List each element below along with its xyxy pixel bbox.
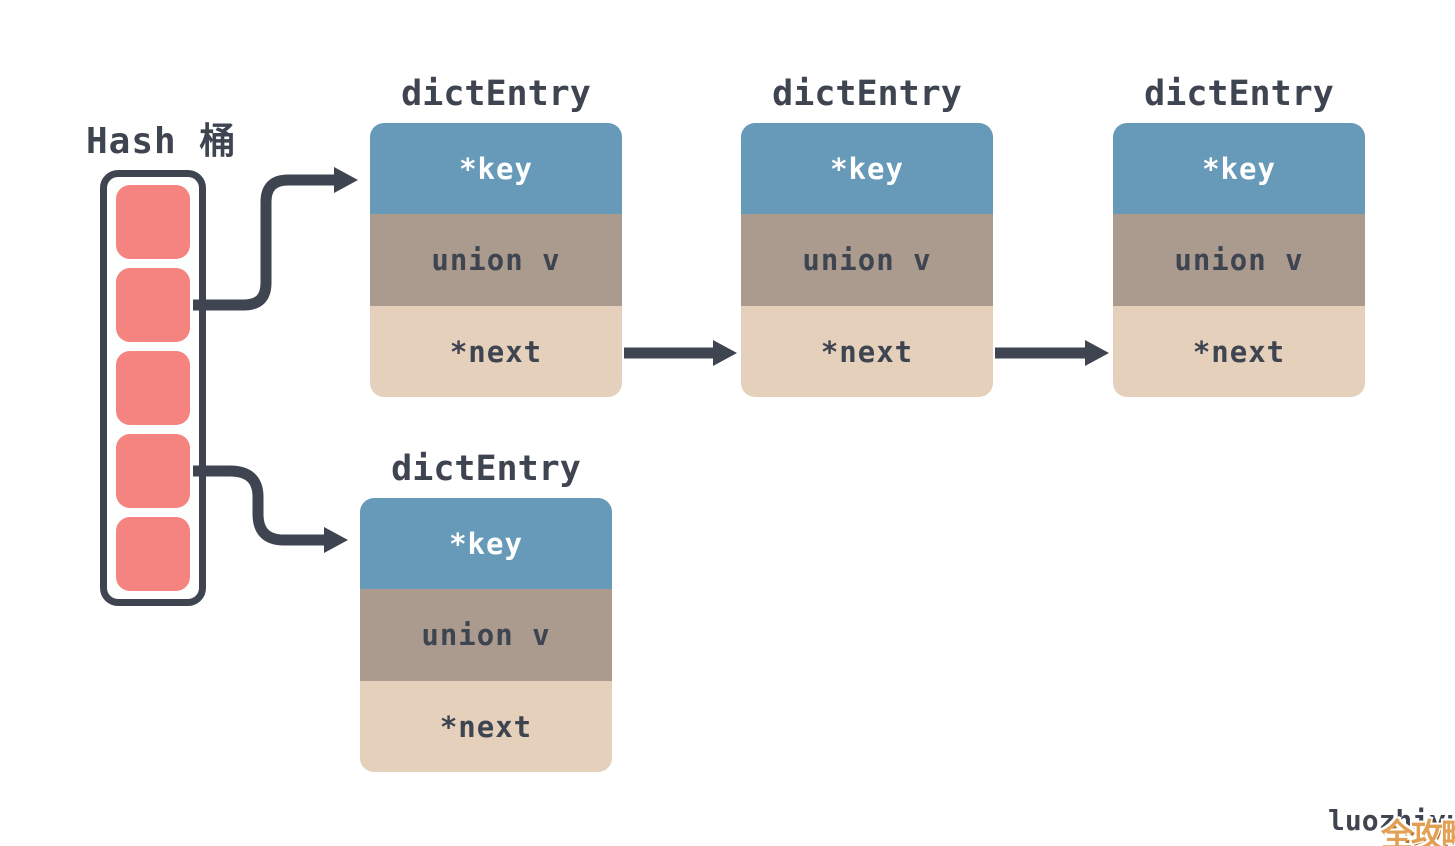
watermark-overlay-text: 全攻略	[1381, 816, 1455, 846]
dict-entry-2-next-field: *next	[741, 306, 993, 397]
dict-entry-1-box: *key union v *next	[370, 123, 622, 397]
dict-entry-4-title: dictEntry	[391, 449, 581, 489]
watermark-author-text: luozhiyun	[1328, 804, 1455, 837]
bucket-slot-2	[116, 268, 190, 342]
dict-entry-3-title: dictEntry	[1144, 74, 1334, 114]
dict-entry-2-title: dictEntry	[772, 74, 962, 114]
dict-entry-4-union-field: union v	[360, 589, 612, 681]
dict-entry-2-key-field: *key	[741, 123, 993, 214]
dict-entry-1-next-field: *next	[370, 306, 622, 397]
bucket-slot-4	[116, 434, 190, 508]
dict-entry-2-union-field: union v	[741, 214, 993, 306]
dict-entry-3-key-field: *key	[1113, 123, 1365, 214]
arrow-bucket-slot2-to-entry1	[193, 167, 358, 311]
dict-entry-3-union-field: union v	[1113, 214, 1365, 306]
arrow-bucket-slot4-to-entry4	[193, 465, 348, 553]
dict-entry-4: dictEntry *key union v *next	[360, 450, 612, 772]
dict-entry-1: dictEntry *key union v *next	[370, 75, 622, 397]
dict-entry-4-key-field: *key	[360, 498, 612, 589]
bucket-slot-5	[116, 517, 190, 591]
dict-entry-4-next-field: *next	[360, 681, 612, 772]
dict-entry-2-box: *key union v *next	[741, 123, 993, 397]
bucket-slot-1	[116, 185, 190, 259]
bucket-slot-3	[116, 351, 190, 425]
dict-entry-2: dictEntry *key union v *next	[741, 75, 993, 397]
hash-bucket	[100, 170, 206, 606]
dict-entry-1-title: dictEntry	[401, 74, 591, 114]
bucket-label: Hash 桶	[86, 121, 237, 162]
dict-entry-1-union-field: union v	[370, 214, 622, 306]
dict-entry-3: dictEntry *key union v *next	[1113, 75, 1365, 397]
dict-entry-4-box: *key union v *next	[360, 498, 612, 772]
dict-entry-3-next-field: *next	[1113, 306, 1365, 397]
dict-entry-1-key-field: *key	[370, 123, 622, 214]
dict-entry-3-box: *key union v *next	[1113, 123, 1365, 397]
